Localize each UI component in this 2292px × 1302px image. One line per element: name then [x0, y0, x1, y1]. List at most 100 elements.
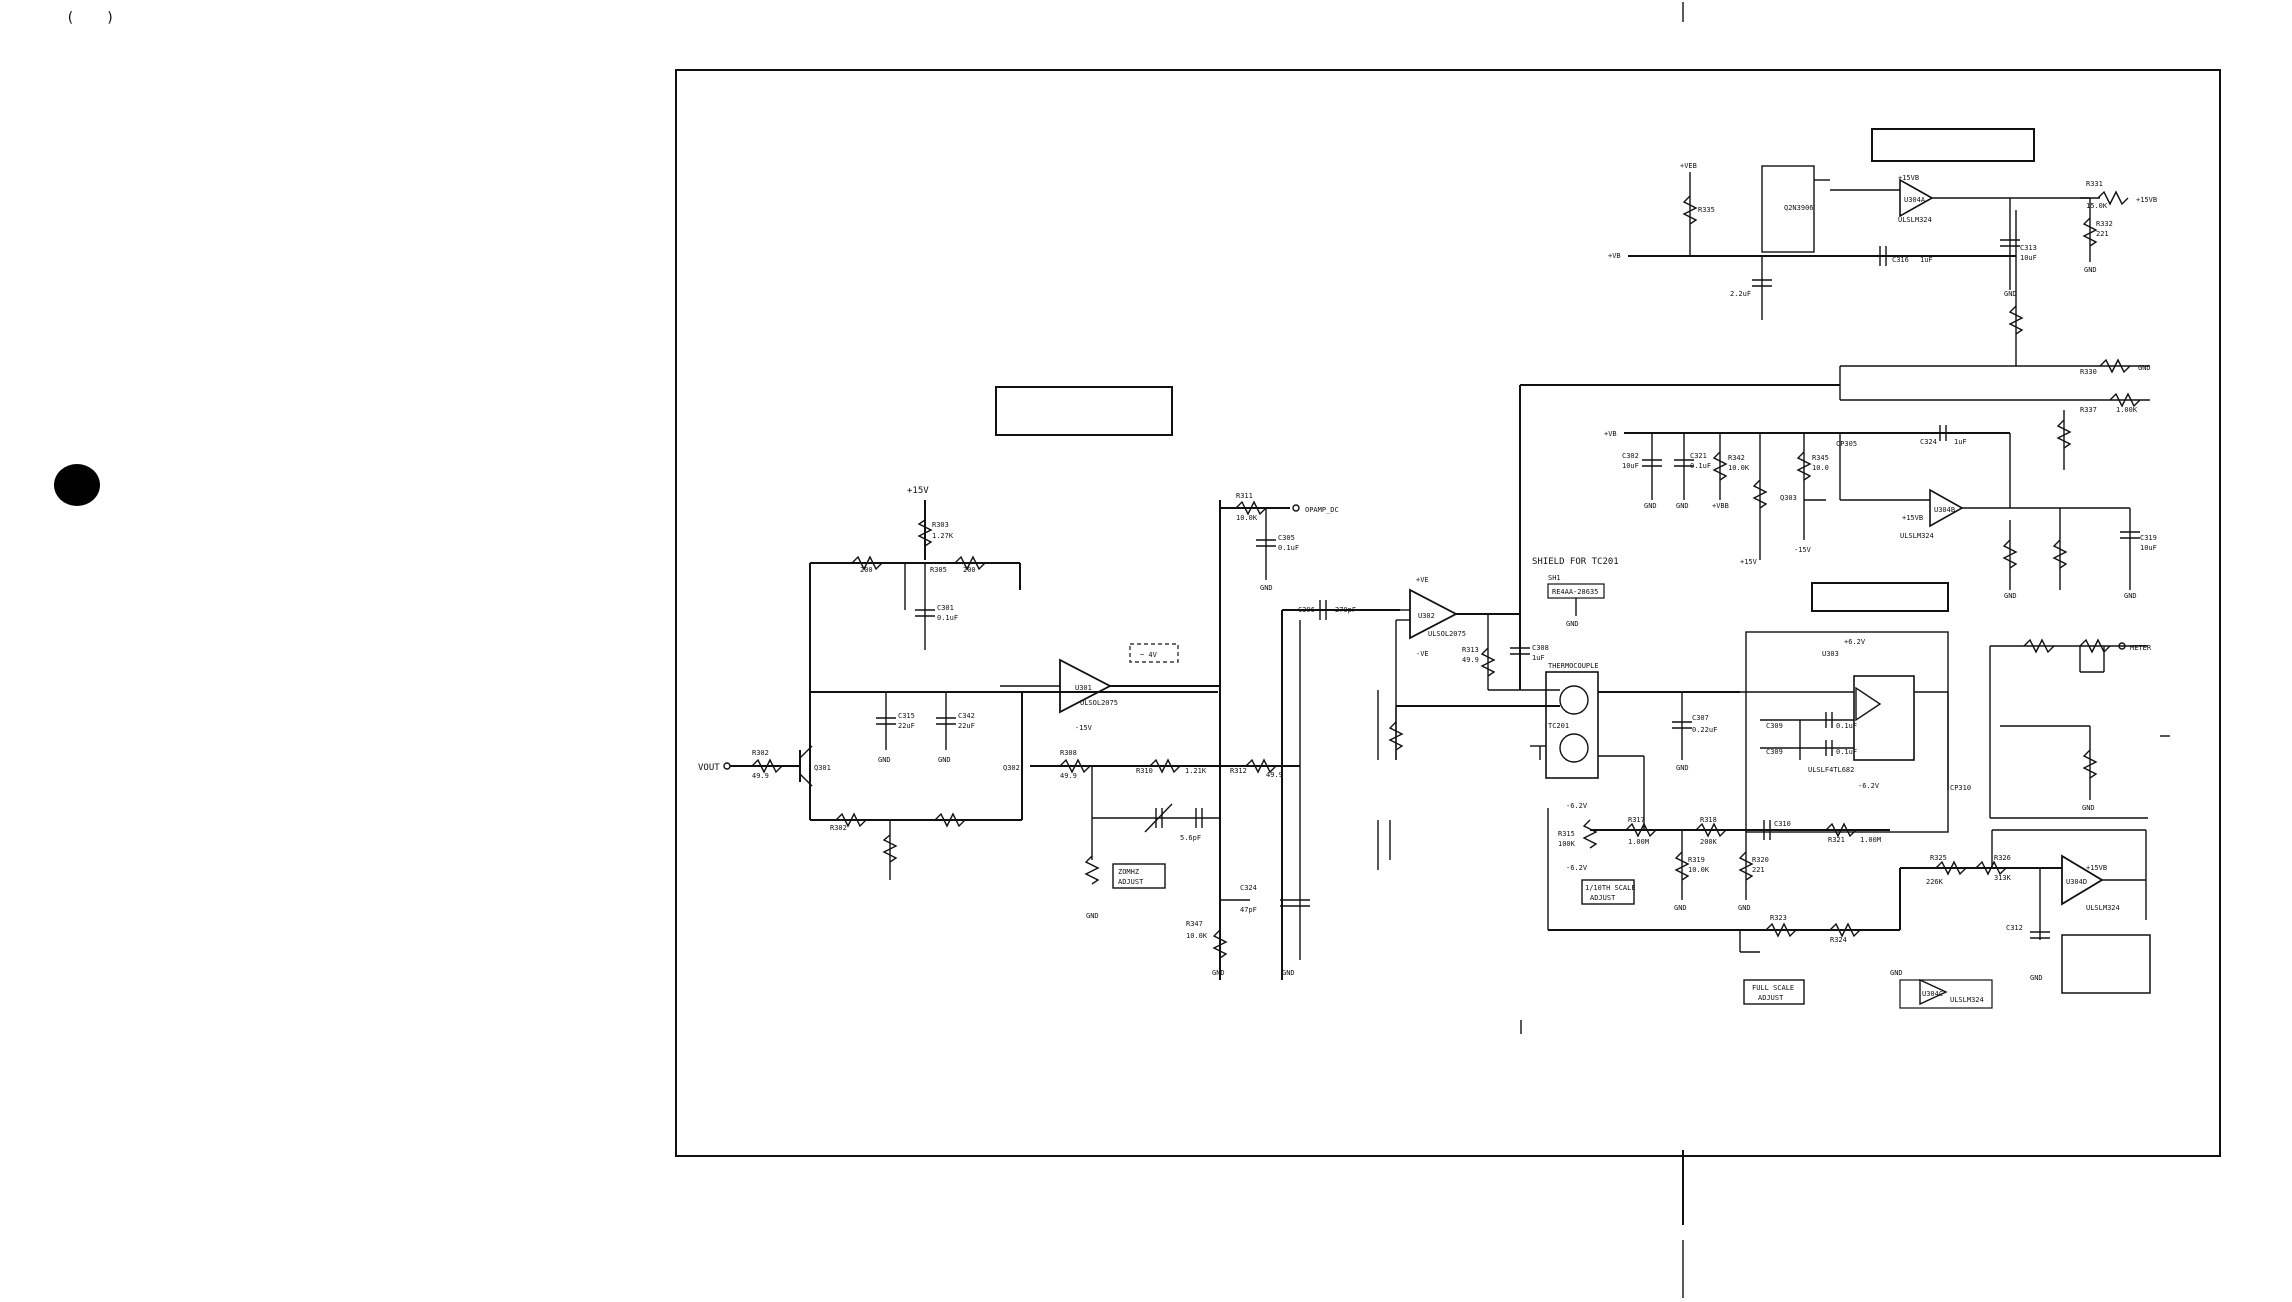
svg-text:C301: C301	[937, 604, 954, 612]
svg-text:1/10TH SCALE: 1/10TH SCALE	[1585, 884, 1636, 892]
svg-text:R317: R317	[1628, 816, 1645, 824]
svg-text:C321: C321	[1690, 452, 1707, 460]
svg-text:200: 200	[963, 566, 976, 574]
svg-text:+15VB: +15VB	[2086, 864, 2107, 872]
punch-hole-mark	[54, 464, 100, 506]
svg-text:+VEB: +VEB	[1680, 162, 1697, 170]
svg-text:+VBB: +VBB	[1712, 502, 1729, 510]
svg-text:U301: U301	[1075, 684, 1092, 692]
svg-text:R325: R325	[1930, 854, 1947, 862]
svg-text:R335: R335	[1698, 206, 1715, 214]
svg-text:R312: R312	[1230, 767, 1247, 775]
svg-text:221: 221	[2096, 230, 2109, 238]
svg-text:GND: GND	[2084, 266, 2097, 274]
svg-text:GND: GND	[938, 756, 951, 764]
svg-text:GND: GND	[2004, 592, 2017, 600]
svg-text:0.1uF: 0.1uF	[1836, 748, 1857, 756]
svg-text:R326: R326	[1994, 854, 2011, 862]
svg-text:226K: 226K	[1926, 878, 1944, 886]
svg-text:10.0K: 10.0K	[1688, 866, 1710, 874]
scale-adjust-network: -6.2V R315 100K -6.2V R317 1.00M R318 20…	[1547, 802, 1901, 1005]
svg-text:GND: GND	[1566, 620, 1579, 628]
svg-text:0.1uF: 0.1uF	[1836, 722, 1857, 730]
title-box-top-right	[1871, 128, 2035, 162]
svg-text:-15V: -15V	[1075, 724, 1093, 732]
svg-text:C310: C310	[1774, 820, 1791, 828]
svg-text:221: 221	[1752, 866, 1765, 874]
svg-text:10.0: 10.0	[1812, 464, 1829, 472]
margin-paren-open: (	[66, 10, 74, 26]
svg-text:10.0K: 10.0K	[1186, 932, 1208, 940]
svg-text:THERMOCOUPLE: THERMOCOUPLE	[1548, 662, 1599, 670]
svg-text:47pF: 47pF	[1240, 906, 1257, 914]
svg-text:GND: GND	[1890, 969, 1903, 977]
svg-text:R320: R320	[1752, 856, 1769, 864]
svg-text:GND: GND	[878, 756, 891, 764]
svg-text:GND: GND	[1676, 502, 1689, 510]
label-q301: Q301	[814, 764, 831, 772]
opamp-u301: U301 ULSOL2075 ~ 4V -15V	[1000, 500, 1221, 980]
svg-text:R311: R311	[1236, 492, 1253, 500]
svg-text:R332: R332	[2096, 220, 2113, 228]
input-stage: +15V R303 1.27K 200 200 R305 C301 0.1uF …	[698, 486, 1300, 920]
svg-text:Q303: Q303	[1780, 494, 1797, 502]
svg-text:R302: R302	[830, 824, 847, 832]
svg-text:C308: C308	[1532, 644, 1549, 652]
svg-text:R331: R331	[2086, 180, 2103, 188]
svg-text:C342: C342	[958, 712, 975, 720]
svg-text:C305: C305	[1278, 534, 1295, 542]
svg-text:10uF: 10uF	[2020, 254, 2037, 262]
svg-text:R324: R324	[1830, 936, 1847, 944]
svg-text:~ 4V: ~ 4V	[1140, 651, 1158, 659]
svg-text:GND: GND	[1260, 584, 1273, 592]
title-box-bottom-right	[2061, 934, 2151, 994]
svg-text:10uF: 10uF	[1622, 462, 1639, 470]
svg-text:GND: GND	[1282, 969, 1295, 977]
svg-text:C309: C309	[1766, 748, 1783, 756]
svg-text:CP310: CP310	[1950, 784, 1971, 792]
svg-text:U304C: U304C	[1922, 990, 1943, 998]
svg-text:10.0K: 10.0K	[1236, 514, 1258, 522]
svg-text:GND: GND	[2138, 364, 2151, 372]
svg-text:GND: GND	[1644, 502, 1657, 510]
svg-text:10.0K: 10.0K	[1728, 464, 1750, 472]
svg-text:GND: GND	[2030, 974, 2043, 982]
svg-text:ULSOL2075: ULSOL2075	[1428, 630, 1466, 638]
svg-text:U304D: U304D	[2066, 878, 2087, 886]
label-vout: VOUT	[698, 763, 720, 773]
svg-text:200: 200	[860, 566, 873, 574]
svg-text:313K: 313K	[1994, 874, 2012, 882]
svg-text:ADJUST: ADJUST	[1758, 994, 1784, 1002]
drawing-frame	[675, 69, 2221, 1157]
svg-text:TC201: TC201	[1548, 722, 1569, 730]
svg-text:R321: R321	[1828, 836, 1845, 844]
svg-text:R302: R302	[752, 749, 769, 757]
svg-text:SH1: SH1	[1548, 574, 1561, 582]
svg-text:C316: C316	[1892, 256, 1909, 264]
output-stage: R325 226K R326 313K C312 GND U304D +15VB…	[1890, 638, 2170, 1009]
svg-text:ULSLM324: ULSLM324	[1900, 532, 1934, 540]
svg-text:R308: R308	[1060, 749, 1077, 757]
svg-text:CP305: CP305	[1836, 440, 1857, 448]
svg-text:FULL SCALE: FULL SCALE	[1752, 984, 1794, 992]
voltage-note-box	[1129, 643, 1179, 663]
svg-text:C313: C313	[2020, 244, 2037, 252]
svg-text:GND: GND	[1738, 904, 1751, 912]
svg-text:R303: R303	[932, 521, 949, 529]
svg-text:0.22uF: 0.22uF	[1692, 726, 1717, 734]
svg-text:ADJUST: ADJUST	[1590, 894, 1616, 902]
svg-text:1.27K: 1.27K	[932, 532, 954, 540]
svg-text:+VB: +VB	[1604, 430, 1617, 438]
svg-text:49.9: 49.9	[1060, 772, 1077, 780]
svg-text:GND: GND	[1674, 904, 1687, 912]
svg-text:C302: C302	[1622, 452, 1639, 460]
label-meter: METER	[2130, 644, 2152, 652]
svg-text:C315: C315	[898, 712, 915, 720]
svg-text:+VB: +VB	[1608, 252, 1621, 260]
svg-text:R345: R345	[1812, 454, 1829, 462]
svg-text:U302: U302	[1418, 612, 1435, 620]
svg-text:0.1uF: 0.1uF	[937, 614, 958, 622]
svg-text:1.21K: 1.21K	[1185, 767, 1207, 775]
